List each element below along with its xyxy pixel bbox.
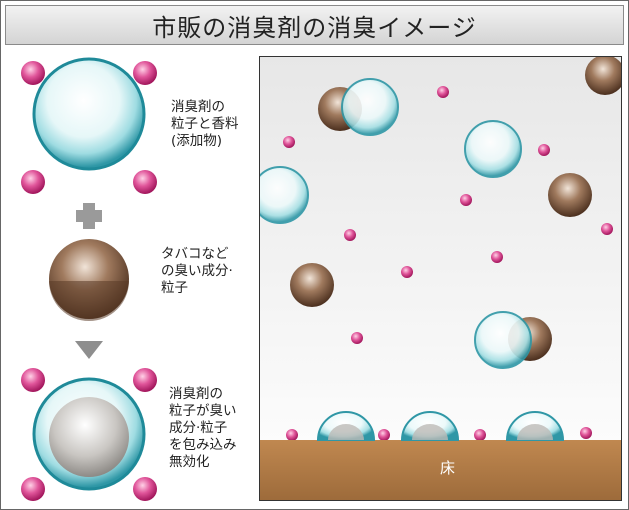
room-scene: 床 xyxy=(259,56,622,501)
room-scene-graphic xyxy=(260,57,621,500)
title-bar: 市販の消臭剤の消臭イメージ xyxy=(5,5,624,45)
legend-illustrations xyxy=(21,57,157,501)
neutralized-domes xyxy=(316,411,565,441)
deodorant-particle-icon xyxy=(21,57,157,194)
odor-particle-icon xyxy=(49,239,129,321)
floor xyxy=(260,440,621,500)
neutralized-particle-icon xyxy=(21,368,157,501)
deodorant-bubbles xyxy=(260,78,532,369)
label-deodorant-particle: 消臭剤の 粒子と香料 (添加物) xyxy=(171,99,239,149)
label-neutralized: 消臭剤の 粒子が臭い 成分·粒子 を包み込み 無効化 xyxy=(169,386,237,470)
floor-label: 床 xyxy=(440,459,456,477)
plus-icon xyxy=(76,203,102,229)
label-odor-particle: タバコなど の臭い成分· 粒子 xyxy=(161,246,233,296)
down-arrow-icon xyxy=(75,341,103,359)
figure-title: 市販の消臭剤の消臭イメージ xyxy=(152,13,477,42)
fragrance-dots xyxy=(283,86,613,441)
